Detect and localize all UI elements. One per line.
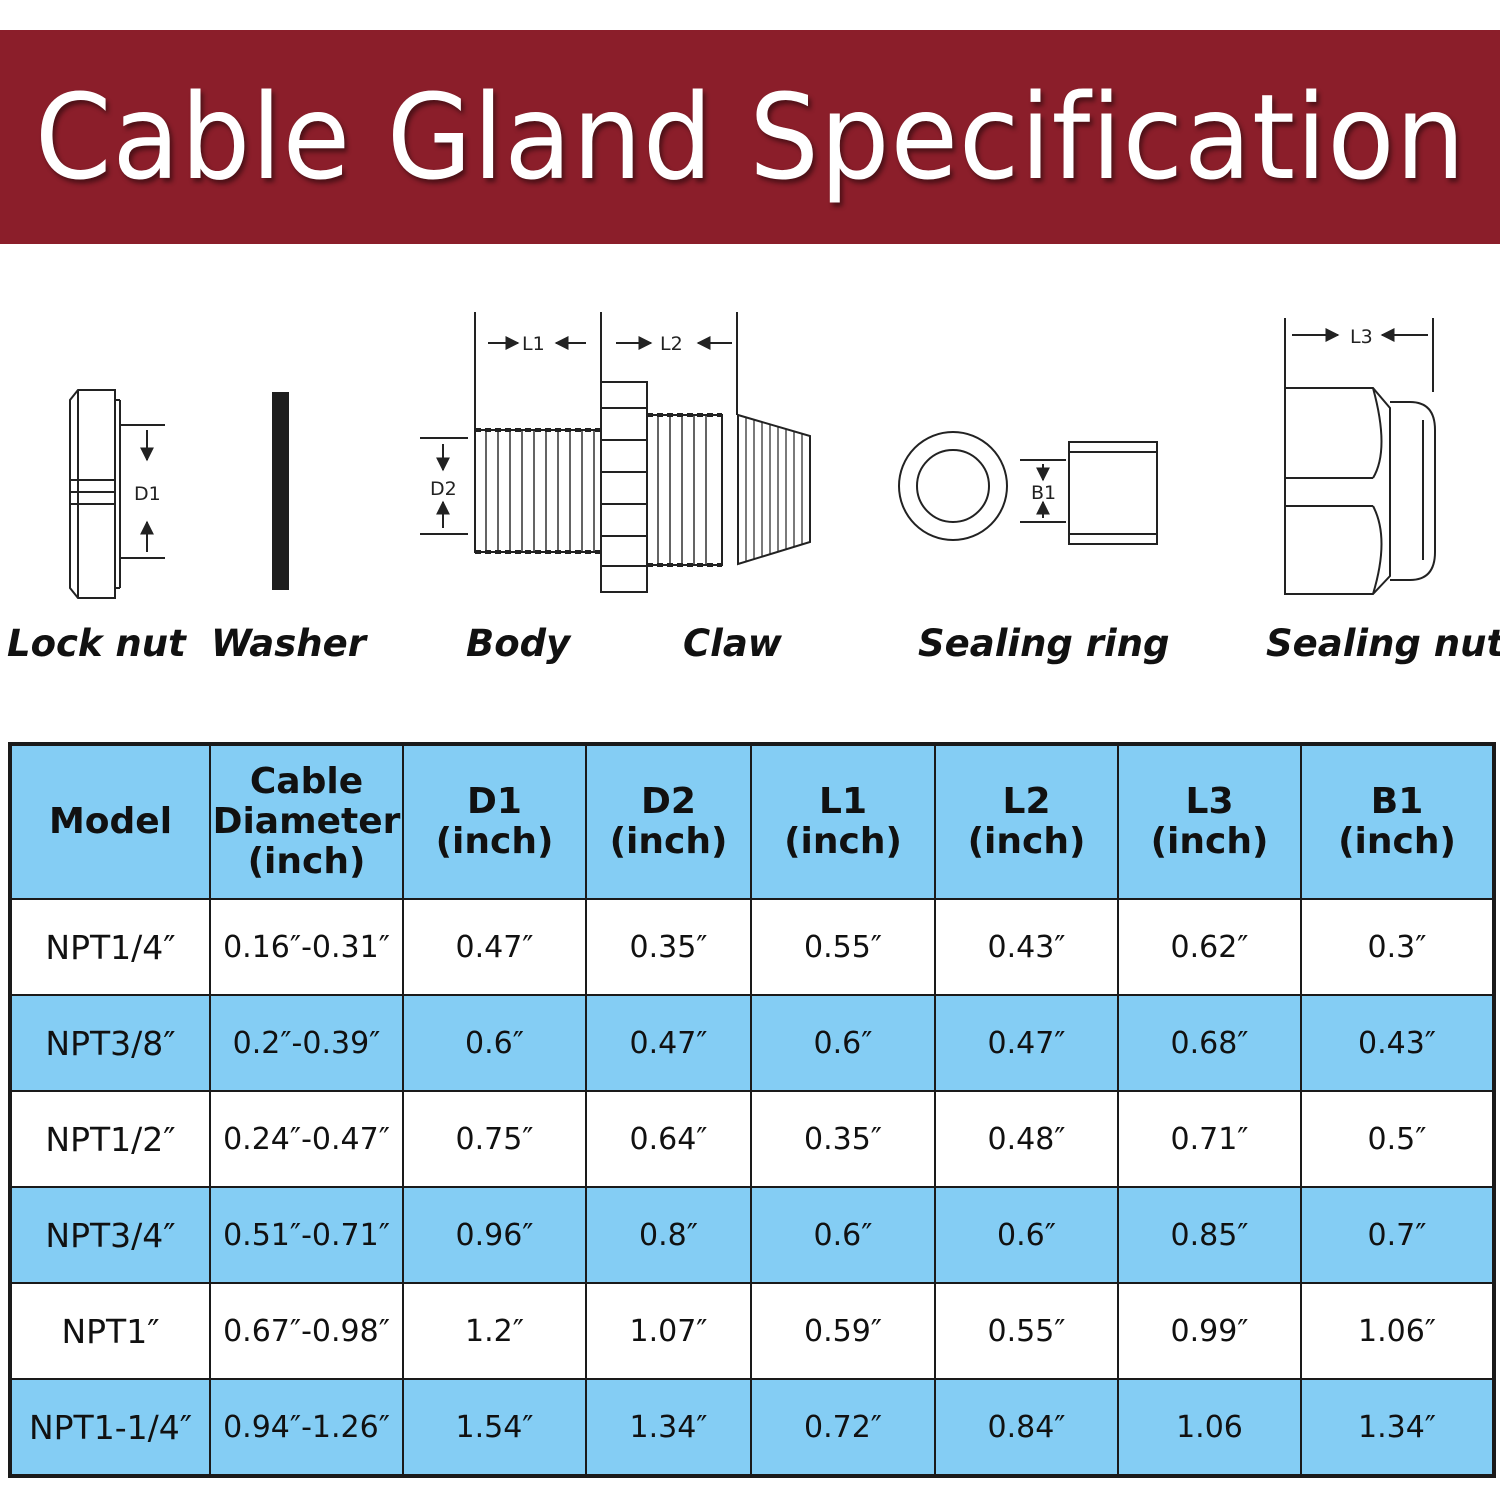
cell-l3: 0.85″ — [1117, 1186, 1302, 1284]
cell-b1: 0.7″ — [1300, 1186, 1495, 1284]
cell-d1: 0.75″ — [402, 1090, 587, 1188]
cell-l3: 0.68″ — [1117, 994, 1302, 1092]
cell-d2: 0.8″ — [585, 1186, 752, 1284]
cell-l2: 0.6″ — [934, 1186, 1119, 1284]
dim-label-d2: D2 — [430, 478, 457, 500]
cell-d2: 1.34″ — [585, 1378, 752, 1477]
cell-model: NPT3/8″ — [9, 994, 211, 1092]
cell-model: NPT1″ — [9, 1282, 211, 1380]
table-row: NPT1/4″ 0.16″-0.31″ 0.47″ 0.35″ 0.55″ 0.… — [9, 898, 1495, 996]
cell-l1: 0.6″ — [750, 1186, 936, 1284]
part-label-washer: Washer — [211, 622, 366, 665]
body-drawing — [420, 312, 738, 593]
cell-b1: 1.06″ — [1300, 1282, 1495, 1380]
header-d2: D2(inch) — [585, 743, 752, 900]
cell-d1: 1.2″ — [402, 1282, 587, 1380]
cell-l3: 1.06 — [1117, 1378, 1302, 1477]
exploded-diagram: D1 D2 L1 L2 B1 L3 Lock nut Washer Body C… — [0, 290, 1500, 690]
table-row: NPT3/8″ 0.2″-0.39″ 0.6″ 0.47″ 0.6″ 0.47″… — [9, 994, 1495, 1092]
dim-label-l3: L3 — [1350, 326, 1373, 348]
sealing-nut-drawing — [1284, 318, 1436, 595]
cell-model: NPT3/4″ — [9, 1186, 211, 1284]
washer-drawing — [272, 392, 289, 590]
cell-d2: 1.07″ — [585, 1282, 752, 1380]
table-row: NPT1/2″ 0.24″-0.47″ 0.75″ 0.64″ 0.35″ 0.… — [9, 1090, 1495, 1188]
cell-l1: 0.59″ — [750, 1282, 936, 1380]
claw-drawing — [737, 413, 811, 566]
cell-d1: 0.47″ — [402, 898, 587, 996]
lock-nut-drawing — [69, 389, 165, 599]
header-l2: L2(inch) — [934, 743, 1119, 900]
dim-label-l1: L1 — [522, 333, 545, 355]
cell-d2: 0.64″ — [585, 1090, 752, 1188]
cell-b1: 0.43″ — [1300, 994, 1495, 1092]
part-label-sealing-ring: Sealing ring — [918, 622, 1170, 665]
cell-l2: 0.84″ — [934, 1378, 1119, 1477]
title-banner: Cable Gland Specification — [0, 30, 1500, 244]
header-b1: B1(inch) — [1300, 743, 1495, 900]
cell-d2: 0.35″ — [585, 898, 752, 996]
table-row: NPT1″ 0.67″-0.98″ 1.2″ 1.07″ 0.59″ 0.55″… — [9, 1282, 1495, 1380]
cell-cable-diameter: 0.2″-0.39″ — [209, 994, 404, 1092]
cell-cable-diameter: 0.67″-0.98″ — [209, 1282, 404, 1380]
parts-drawing: D1 D2 L1 L2 B1 L3 — [69, 312, 1436, 599]
cell-cable-diameter: 0.16″-0.31″ — [209, 898, 404, 996]
header-model: Model — [9, 743, 211, 900]
cell-l2: 0.48″ — [934, 1090, 1119, 1188]
part-label-lock-nut: Lock nut — [7, 622, 186, 665]
part-label-body: Body — [466, 622, 571, 665]
cell-l1: 0.35″ — [750, 1090, 936, 1188]
cell-cable-diameter: 0.51″-0.71″ — [209, 1186, 404, 1284]
cell-l1: 0.6″ — [750, 994, 936, 1092]
table-row: NPT1-1/4″ 0.94″-1.26″ 1.54″ 1.34″ 0.72″ … — [9, 1378, 1495, 1477]
cell-model: NPT1-1/4″ — [9, 1378, 211, 1477]
header-d1: D1(inch) — [402, 743, 587, 900]
cell-b1: 0.3″ — [1300, 898, 1495, 996]
cell-l3: 0.71″ — [1117, 1090, 1302, 1188]
cell-model: NPT1/2″ — [9, 1090, 211, 1188]
part-label-claw: Claw — [683, 622, 782, 665]
header-l3: L3(inch) — [1117, 743, 1302, 900]
cell-l2: 0.47″ — [934, 994, 1119, 1092]
cell-d1: 1.54″ — [402, 1378, 587, 1477]
cell-d1: 0.96″ — [402, 1186, 587, 1284]
cell-l3: 0.62″ — [1117, 898, 1302, 996]
cell-cable-diameter: 0.94″-1.26″ — [209, 1378, 404, 1477]
sealing-ring-drawing — [898, 431, 1158, 545]
cell-l1: 0.72″ — [750, 1378, 936, 1477]
cell-b1: 1.34″ — [1300, 1378, 1495, 1477]
header-l1: L1(inch) — [750, 743, 936, 900]
dim-label-d1: D1 — [134, 483, 161, 505]
page-title: Cable Gland Specification — [34, 68, 1466, 206]
cell-l1: 0.55″ — [750, 898, 936, 996]
dim-label-l2: L2 — [660, 333, 683, 355]
dim-label-b1: B1 — [1031, 482, 1056, 504]
cell-l2: 0.43″ — [934, 898, 1119, 996]
cell-d2: 0.47″ — [585, 994, 752, 1092]
table-row: NPT3/4″ 0.51″-0.71″ 0.96″ 0.8″ 0.6″ 0.6″… — [9, 1186, 1495, 1284]
cell-l2: 0.55″ — [934, 1282, 1119, 1380]
cell-cable-diameter: 0.24″-0.47″ — [209, 1090, 404, 1188]
cell-d1: 0.6″ — [402, 994, 587, 1092]
cell-model: NPT1/4″ — [9, 898, 211, 996]
cell-b1: 0.5″ — [1300, 1090, 1495, 1188]
part-label-sealing-nut: Sealing nut — [1266, 622, 1500, 665]
cell-l3: 0.99″ — [1117, 1282, 1302, 1380]
